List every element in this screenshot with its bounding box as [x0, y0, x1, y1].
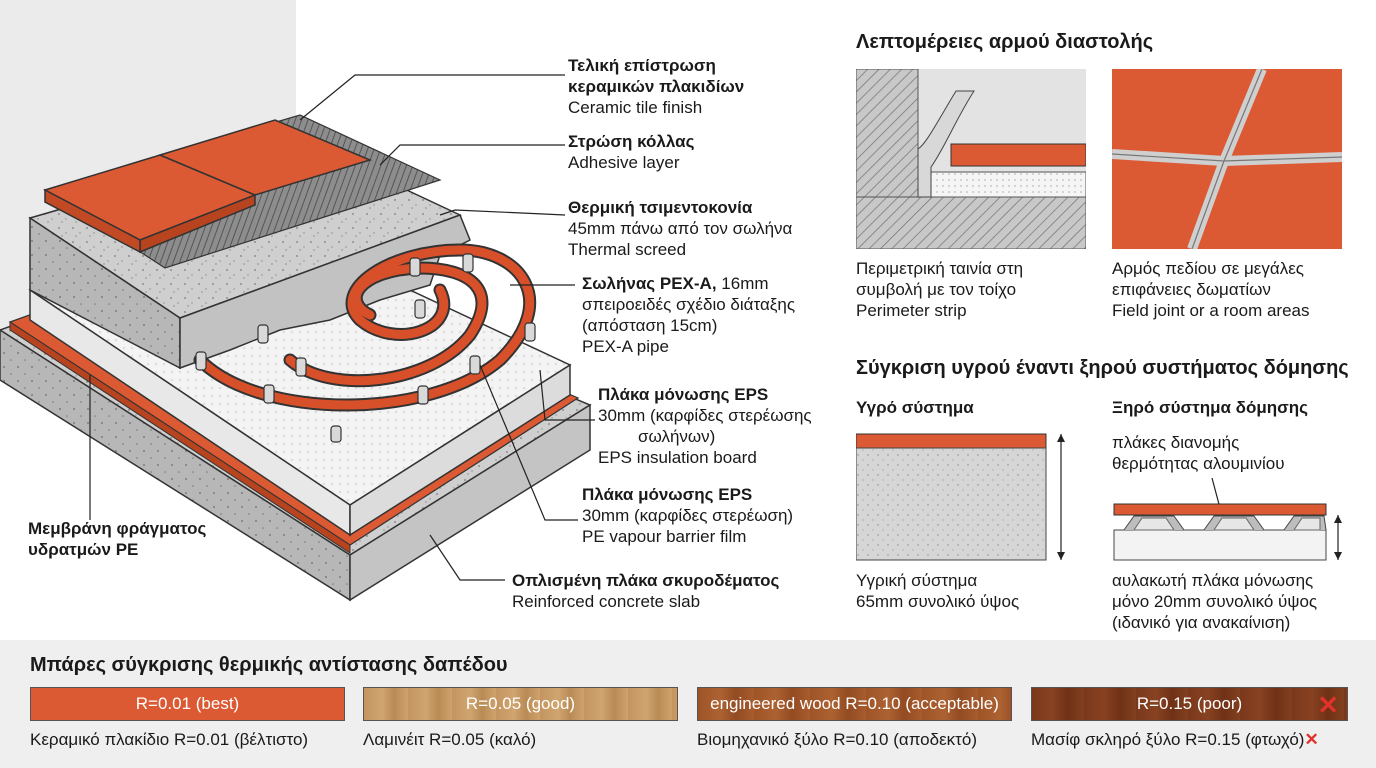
dry-caption-3: (ιδανικό για ανακαίνιση)	[1112, 613, 1291, 632]
perimeter-caption-2: συμβολή με τον τοίχο	[856, 280, 1017, 299]
caption-hardwood-x-icon: ✕	[1304, 730, 1319, 749]
dry-title: Ξηρό σύστημα δόμησης	[1112, 398, 1308, 417]
dry-plates-2: θερμότητας αλουμινίου	[1112, 454, 1285, 473]
field-joint-detail	[1112, 69, 1342, 249]
ceramic-tiles	[43, 119, 373, 254]
dry-caption-1: αυλακωτή πλάκα μόνωσης	[1112, 571, 1314, 590]
wet-caption-2: 65mm συνολικό ύψος	[856, 592, 1020, 611]
callout-eps1-detail2: σωλήνων)	[638, 427, 716, 446]
wet-system-diagram	[856, 433, 1065, 561]
callout-pipe-size: 16mm	[721, 274, 769, 293]
pex-pipe-spiral-fill	[195, 245, 535, 410]
wet-caption: Υγρική σύστημα 65mm συνολικό ύψος	[856, 570, 1019, 612]
field-caption: Αρμός πεδίου σε μεγάλες επιφάνειες δωματ…	[1112, 258, 1309, 321]
callout-pipe-gr: Σωλήνας PEX-A,	[582, 274, 717, 293]
perimeter-caption-3: Perimeter strip	[856, 301, 967, 320]
callout-screed-en: Thermal screed	[568, 240, 687, 259]
wet-caption-1: Υγρική σύστημα	[856, 571, 978, 590]
callout-eps2-detail: 30mm (καρφίδες στερέωση)	[582, 506, 794, 525]
leader-lines	[89, 74, 595, 581]
callout-pipe: Σωλήνας PEX-A, 16mm σπειροειδές σχέδιο δ…	[582, 273, 795, 357]
bar-laminate-text: R=0.05 (good)	[465, 694, 576, 713]
bar-laminate: R=0.05 (good)	[363, 687, 678, 721]
resistance-title: Μπάρες σύγκρισης θερμικής αντίστασης δαπ…	[30, 654, 508, 676]
callout-slab: Οπλισμένη πλάκα σκυροδέματος Reinforced …	[512, 570, 779, 612]
perimeter-strip-detail	[856, 69, 1086, 249]
bar-engineered: engineered wood R=0.10 (acceptable)	[697, 687, 1012, 721]
caption-laminate: Λαμινέιτ R=0.05 (καλό)	[363, 730, 537, 749]
field-caption-1: Αρμός πεδίου σε μεγάλες	[1112, 259, 1304, 278]
perimeter-caption: Περιμετρική ταινία στη συμβολή με τον το…	[856, 258, 1023, 321]
callout-slab-gr: Οπλισμένη πλάκα σκυροδέματος	[512, 571, 780, 590]
callout-eps1-gr: Πλάκα μόνωσης EPS	[598, 385, 769, 404]
callout-slab-en: Reinforced concrete slab	[512, 592, 701, 611]
callout-membrane-gr2: υδρατμών PE	[28, 540, 139, 559]
callout-screed: Θερμική τσιμεντοκονία 45mm πάνω από τον …	[568, 197, 792, 260]
callout-eps2-en: PE vapour barrier film	[582, 527, 747, 546]
caption-hardwood: Μασίφ σκληρό ξύλο R=0.15 (φτωχό)✕	[1031, 730, 1319, 750]
comparison-title: Σύγκριση υγρού έναντι ξηρού συστήματος δ…	[856, 357, 1349, 379]
callout-tile-en: Ceramic tile finish	[568, 98, 703, 117]
callout-adhesive-en: Adhesive layer	[568, 153, 680, 172]
wet-title: Υγρό σύστημα	[856, 398, 974, 417]
dry-plates-label: πλάκες διανομής θερμότητας αλουμινίου	[1112, 432, 1285, 474]
field-caption-3: Field joint or a room areas	[1112, 301, 1310, 320]
callout-adhesive: Στρώση κόλλας Adhesive layer	[568, 131, 694, 173]
expansion-title: Λεπτομέρειες αρμού διαστολής	[856, 31, 1154, 53]
callout-pipe-detail1: σπειροειδές σχέδιο διάταξης	[582, 295, 796, 314]
callout-tile-gr2: κεραμικών πλακιδίων	[568, 77, 745, 96]
dry-caption-2: μόνο 20mm συνολικό ύψος	[1112, 592, 1318, 611]
bar-ceramic-text: R=0.01 (best)	[135, 694, 240, 713]
pipe-clips	[195, 253, 536, 443]
perimeter-caption-1: Περιμετρική ταινία στη	[856, 259, 1024, 278]
callout-eps1: Πλάκα μόνωσης EPS 30mm (καρφίδες στερέωσ…	[598, 384, 812, 468]
floor-section-illustration	[0, 74, 595, 602]
callout-tile-gr1: Τελική επίστρωση	[568, 56, 716, 75]
callout-eps1-en: EPS insulation board	[598, 448, 757, 467]
bar-hardwood-text: R=0.15 (poor)	[1136, 694, 1243, 713]
dry-plates-1: πλάκες διανομής	[1112, 433, 1240, 452]
callout-eps2-gr: Πλάκα μόνωσης EPS	[582, 485, 753, 504]
callout-membrane-gr1: Μεμβράνη φράγματος	[28, 519, 207, 538]
dry-system-diagram	[1113, 478, 1342, 561]
field-caption-2: επιφάνειες δωματίων	[1112, 280, 1271, 299]
bar-hardwood-x-icon: ✕	[1317, 690, 1339, 720]
callout-pipe-detail2: (απόσταση 15cm)	[582, 316, 718, 335]
bar-hardwood: R=0.15 (poor) ✕	[1031, 687, 1348, 721]
dry-caption: αυλακωτή πλάκα μόνωσης μόνο 20mm συνολικ…	[1112, 570, 1317, 633]
callout-eps2: Πλάκα μόνωσης EPS 30mm (καρφίδες στερέωσ…	[582, 484, 793, 547]
callout-screed-detail: 45mm πάνω από τον σωλήνα	[568, 219, 793, 238]
bar-engineered-text: engineered wood R=0.10 (acceptable)	[710, 694, 999, 713]
bar-ceramic: R=0.01 (best)	[30, 687, 345, 721]
caption-engineered: Βιομηχανικό ξύλο R=0.10 (αποδεκτό)	[697, 730, 978, 749]
callout-eps1-detail1: 30mm (καρφίδες στερέωσης	[598, 406, 812, 425]
callout-screed-gr: Θερμική τσιμεντοκονία	[568, 198, 753, 217]
caption-ceramic: Κεραμικό πλακίδιο R=0.01 (βέλτιστο)	[30, 730, 309, 749]
callout-tile: Τελική επίστρωση κεραμικών πλακιδίων Cer…	[568, 55, 744, 118]
caption-hardwood-text: Μασίφ σκληρό ξύλο R=0.15 (φτωχό)	[1031, 730, 1305, 749]
callout-pipe-en: PEX-A pipe	[582, 337, 669, 356]
callout-adhesive-gr: Στρώση κόλλας	[568, 132, 695, 151]
callout-membrane: Μεμβράνη φράγματος υδρατμών PE	[28, 518, 206, 560]
